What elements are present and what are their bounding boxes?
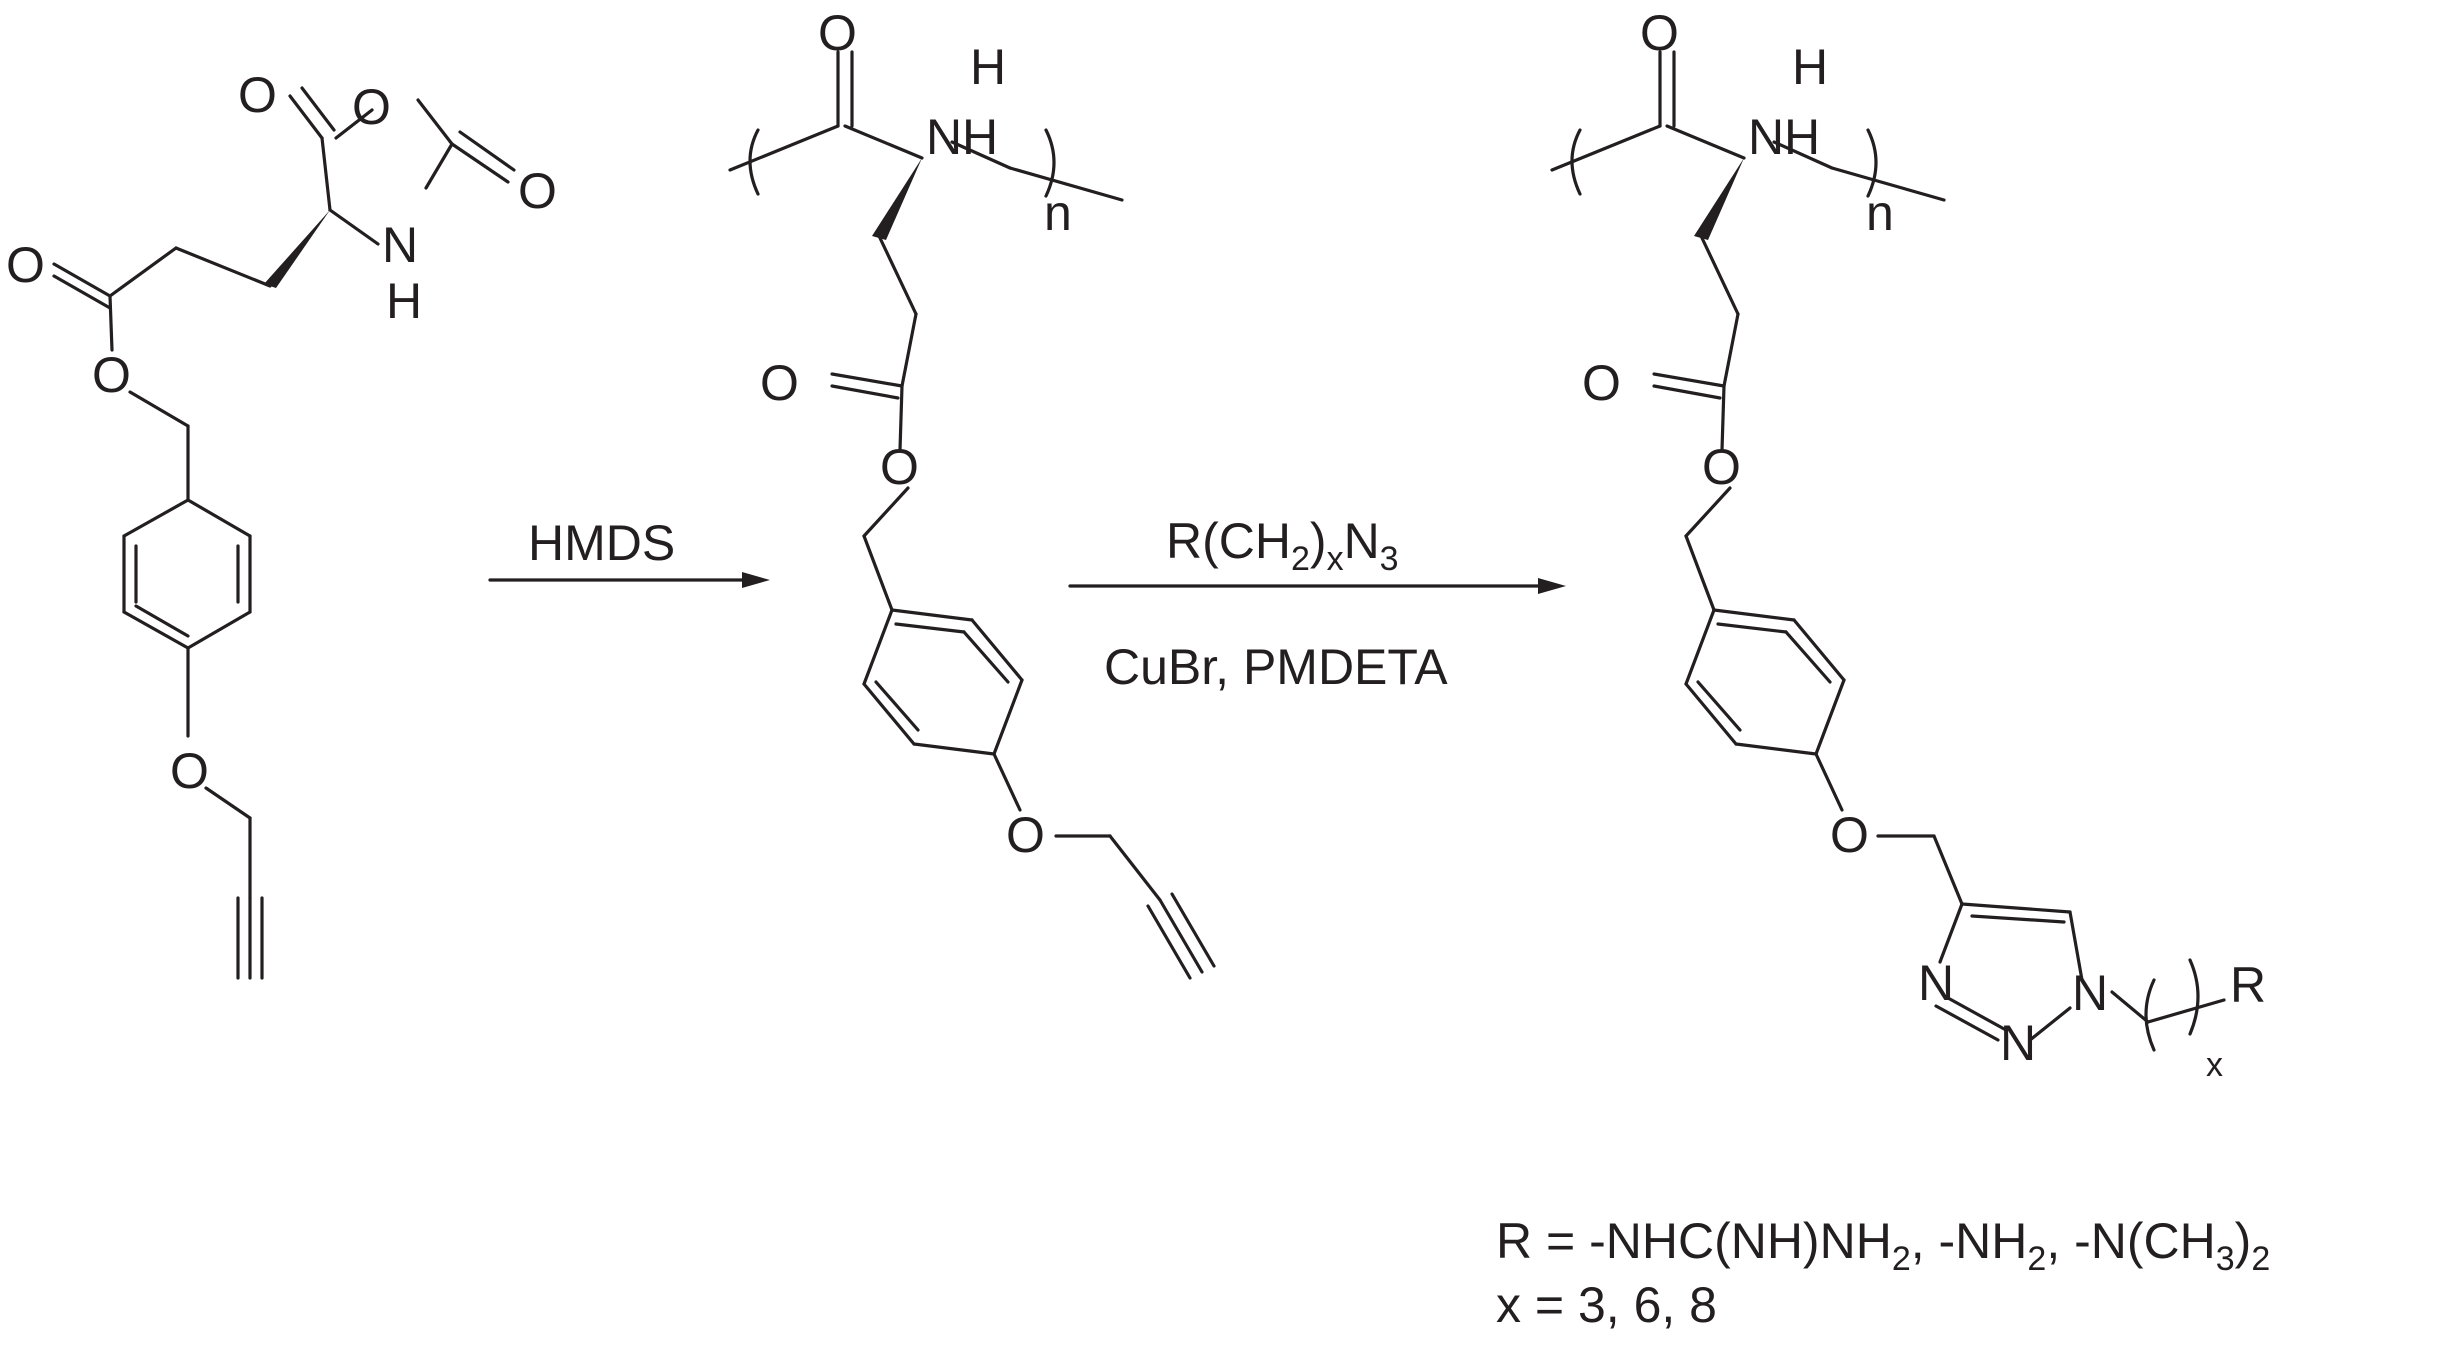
reaction-arrow-1	[488, 572, 770, 588]
atom-h-ring: H	[386, 273, 422, 329]
atom-o-backbone-2: O	[1640, 5, 1679, 61]
atom-h-nh-1: H	[962, 109, 998, 165]
atom-n-triazole-2: N	[2000, 1015, 2036, 1071]
atom-o-ring: O	[352, 79, 391, 135]
atom-o-ether-3: O	[1830, 807, 1869, 863]
atom-o-ether-2: O	[1006, 807, 1045, 863]
atom-n-triazole-1: N	[2072, 965, 2108, 1021]
legend-r-definition: R = -NHC(NH)NH2, -NH2, -N(CH3)2	[1496, 1213, 2270, 1278]
atom-n-triazole-3: N	[1918, 955, 1954, 1011]
atom-r-group: R	[2230, 957, 2266, 1013]
atom-h-backbone-2: H	[1792, 39, 1828, 95]
repeat-n-2: n	[1866, 185, 1894, 241]
atom-o-ether-1: O	[170, 743, 209, 799]
atom-o-backbone-1: O	[818, 5, 857, 61]
atom-n-backbone-1: N	[926, 109, 962, 165]
polymer-triazole-structure	[1550, 50, 2226, 1052]
atom-n-backbone-2: N	[1748, 109, 1784, 165]
atom-o-ester-2: O	[880, 439, 919, 495]
reagent-azide: R(CH2)xN3	[1166, 513, 1399, 578]
reagent-hmds: HMDS	[528, 515, 675, 571]
atom-o-ester-carbonyl-1: O	[6, 237, 45, 293]
atom-h-backbone-1: H	[970, 39, 1006, 95]
atom-n-ring: N	[382, 217, 418, 273]
atom-o-carbonyl-2: O	[518, 163, 557, 219]
atom-o-ester-carbonyl-2: O	[760, 355, 799, 411]
atom-o-ester-1: O	[92, 347, 131, 403]
reagent-catalyst: CuBr, PMDETA	[1104, 639, 1448, 695]
repeat-n-1: n	[1044, 185, 1072, 241]
atom-o-ester-3: O	[1702, 439, 1741, 495]
polymer-alkyne-structure	[728, 50, 1216, 980]
legend-x-definition: x = 3, 6, 8	[1496, 1277, 1717, 1333]
reaction-arrow-2	[1068, 578, 1566, 594]
atom-o-carbonyl-1: O	[238, 67, 277, 123]
atom-h-nh-2: H	[1784, 109, 1820, 165]
monomer-nca-structure	[52, 86, 516, 980]
atom-o-ester-carbonyl-3: O	[1582, 355, 1621, 411]
repeat-x: x	[2206, 1046, 2223, 1084]
